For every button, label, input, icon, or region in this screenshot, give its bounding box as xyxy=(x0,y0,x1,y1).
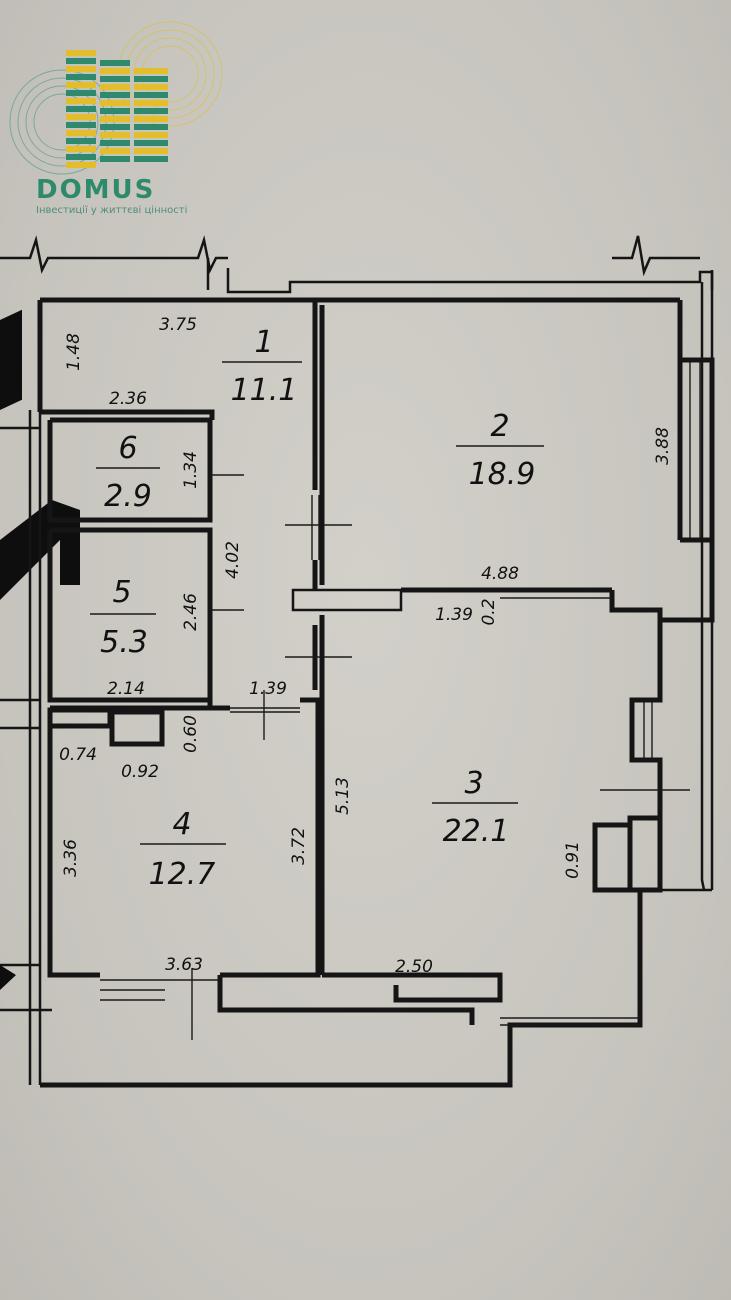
dim-r4-left: 3.36 xyxy=(61,839,81,877)
room-4-area: 12.7 xyxy=(149,857,216,892)
room-5-number: 5 xyxy=(112,575,131,610)
logo-stripe xyxy=(100,108,130,114)
dim-r3-width: 2.50 xyxy=(395,957,433,977)
dim-r3-niche: 0.91 xyxy=(563,841,583,879)
logo-stripe xyxy=(66,50,96,56)
bottom-left-exterior xyxy=(0,965,52,1012)
room-3-number: 3 xyxy=(464,766,483,801)
logo-stripe xyxy=(66,122,96,128)
logo-stripe xyxy=(134,108,168,114)
room-4 xyxy=(47,697,475,1040)
logo-stripe xyxy=(134,124,168,130)
dim-r1-height: 1.48 xyxy=(64,333,84,371)
logo-stripe xyxy=(134,76,168,82)
dim-r5-width: 2.14 xyxy=(107,679,145,699)
logo-buildings xyxy=(66,50,168,168)
dim-r2-width: 4.88 xyxy=(481,564,519,584)
top-exterior xyxy=(0,235,714,412)
logo-stripe xyxy=(134,132,168,138)
logo-stripe xyxy=(134,100,168,106)
logo-wordmark: DOMUS xyxy=(36,175,155,205)
logo-stripe xyxy=(66,154,96,160)
logo-stripe xyxy=(66,146,96,152)
label-room-6: 6 2.9 xyxy=(96,431,160,514)
logo-stripe xyxy=(134,140,168,146)
logo-stripe xyxy=(134,116,168,122)
corridor xyxy=(285,495,352,690)
logo-stripe xyxy=(100,148,130,154)
shaft xyxy=(47,690,300,747)
dimension-labels: 3.75 1.48 2.36 1.34 4.02 2.46 2.14 1.39 … xyxy=(59,315,673,977)
room-1-number: 1 xyxy=(254,325,273,360)
logo-stripe xyxy=(66,66,96,72)
dim-r6-height: 1.34 xyxy=(181,451,201,489)
logo-tagline: Інвестиції у життєві цінності xyxy=(36,204,187,216)
label-room-3: 3 22.1 xyxy=(432,766,518,849)
logo-stripe xyxy=(66,130,96,136)
label-room-4: 4 12.7 xyxy=(140,807,226,892)
dim-r3-top: 1.39 xyxy=(435,605,473,625)
dim-r3-height: 5.13 xyxy=(333,777,353,815)
dim-r2-height: 3.88 xyxy=(653,427,673,465)
dim-r1-bottom: 2.36 xyxy=(109,389,147,409)
room-3-area: 22.1 xyxy=(443,814,510,849)
logo-stripe xyxy=(66,74,96,80)
room-2-area: 18.9 xyxy=(469,457,536,492)
logo-stripe xyxy=(100,84,130,90)
logo-stripe xyxy=(66,138,96,144)
room-4-number: 4 xyxy=(172,807,191,842)
room-6-number: 6 xyxy=(118,431,137,466)
logo-stripe xyxy=(66,106,96,112)
logo-stripe xyxy=(66,162,96,168)
room-1-area: 11.1 xyxy=(231,373,298,408)
logo-stripe xyxy=(100,156,130,162)
logo-stripe xyxy=(100,100,130,106)
room-labels: 1 11.1 2 18.9 3 22.1 4 12.7 5 5.3 6 2.9 xyxy=(90,325,544,892)
dim-r5-height: 2.46 xyxy=(181,593,201,631)
logo-stripe xyxy=(66,58,96,64)
logo-stripe xyxy=(100,116,130,122)
label-room-2: 2 18.9 xyxy=(456,409,544,492)
dim-corridor-height: 4.02 xyxy=(223,541,243,579)
dim-r4-width: 3.63 xyxy=(165,955,203,975)
logo-stripe xyxy=(134,148,168,154)
dim-r3-top-small: 0.2 xyxy=(479,598,499,625)
room-2-number: 2 xyxy=(490,409,509,444)
logo-stripe xyxy=(134,156,168,162)
dim-shaft-width: 0.74 xyxy=(59,745,97,765)
room-3 xyxy=(319,615,663,1003)
room-6 xyxy=(47,417,244,523)
left-stair-area xyxy=(0,300,80,1085)
label-room-5: 5 5.3 xyxy=(90,575,156,660)
room-6-area: 2.9 xyxy=(104,479,152,514)
label-room-1: 1 11.1 xyxy=(222,325,302,408)
logo-stripe xyxy=(100,132,130,138)
dim-r4-right: 3.72 xyxy=(289,827,309,865)
dim-r1-width: 3.75 xyxy=(159,315,197,335)
logo-stripe xyxy=(66,98,96,104)
logo-stripe xyxy=(66,114,96,120)
dim-corridor-width: 1.39 xyxy=(249,679,287,699)
logo-stripe xyxy=(134,84,168,90)
logo-stripe xyxy=(100,124,130,130)
logo-stripe xyxy=(100,60,130,66)
logo-stripe xyxy=(134,92,168,98)
logo-stripe xyxy=(100,76,130,82)
logo-stripe xyxy=(100,92,130,98)
dim-shaft-width-2: 0.92 xyxy=(121,762,159,782)
logo-stripe xyxy=(66,90,96,96)
logo-stripe xyxy=(100,68,130,74)
room-1 xyxy=(40,300,318,490)
dim-shaft-height: 0.60 xyxy=(181,715,201,753)
logo-stripe xyxy=(100,140,130,146)
room-2 xyxy=(291,305,612,612)
room-5-area: 5.3 xyxy=(100,625,148,660)
logo-stripe xyxy=(134,68,168,74)
logo-stripe xyxy=(66,82,96,88)
